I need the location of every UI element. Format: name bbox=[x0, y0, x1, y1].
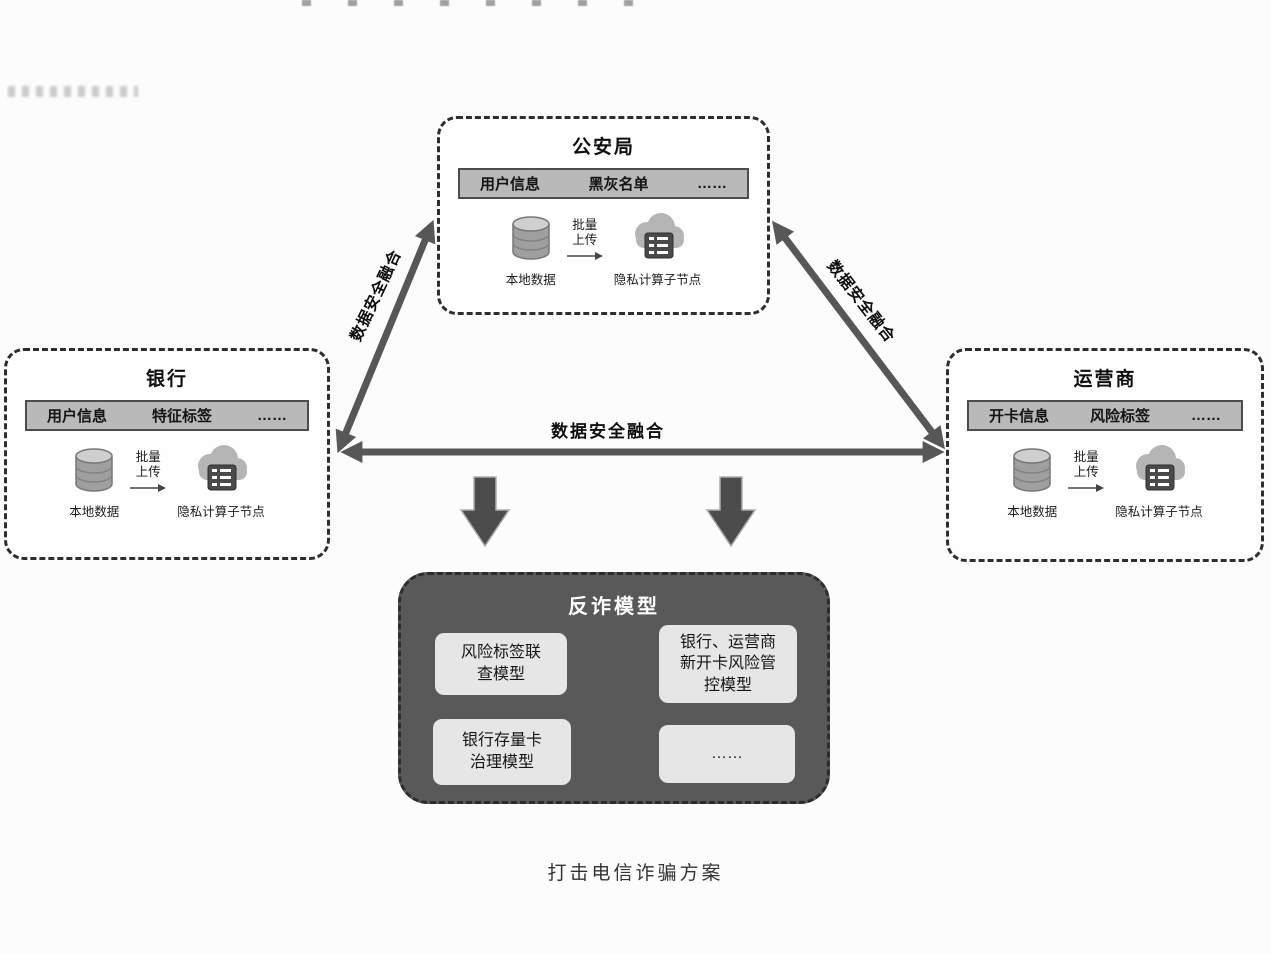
bar-item: …… bbox=[1191, 407, 1221, 424]
batch-upload-group: 批量 上传 bbox=[129, 450, 167, 493]
local-data-label: 本地数据 bbox=[1007, 505, 1058, 519]
subnode-group: 隐私计算子节点 bbox=[177, 444, 265, 520]
model-item-more: …… bbox=[659, 725, 795, 783]
node-title: 公安局 bbox=[571, 137, 635, 158]
right-arrow-icon bbox=[130, 484, 167, 492]
edge-label-police-operator: 数据安全融合 bbox=[823, 257, 898, 347]
subnode-label: 隐私计算子节点 bbox=[613, 273, 702, 287]
node-operator: 运营商 开卡信息 风险标签 …… 本地数据 批量 上传 bbox=[946, 348, 1264, 562]
data-bar: 用户信息 特征标签 …… bbox=[25, 400, 309, 431]
bar-item: …… bbox=[257, 407, 287, 424]
local-data-group: 本地数据 bbox=[506, 214, 556, 288]
cloud-server-icon bbox=[198, 445, 247, 491]
model-item-risk-tag-joint-check: 风险标签联 查模型 bbox=[435, 633, 567, 695]
data-bar: 用户信息 黑灰名单 …… bbox=[458, 168, 749, 199]
batch-upload-label: 批量 上传 bbox=[1073, 449, 1099, 480]
model-title: 反诈模型 bbox=[568, 596, 660, 618]
batch-upload-group: 批量 上传 bbox=[566, 218, 604, 261]
edge-label-bank-police: 数据安全融合 bbox=[347, 247, 405, 345]
right-arrow-icon bbox=[1068, 484, 1105, 492]
node-title: 银行 bbox=[145, 369, 188, 390]
anti-fraud-model-box: 反诈模型 风险标签联 查模型 银行、运营商 新开卡风险管 控模型 银行存量卡 治… bbox=[398, 572, 830, 804]
batch-upload-group: 批量 上传 bbox=[1067, 450, 1105, 493]
local-data-label: 本地数据 bbox=[69, 505, 120, 519]
local-data-group: 本地数据 bbox=[69, 446, 119, 520]
node-content-row: 本地数据 批量 上传 bbox=[440, 212, 767, 288]
local-data-group: 本地数据 bbox=[1007, 446, 1057, 520]
bar-item: 风险标签 bbox=[1090, 408, 1151, 425]
cloud-server-icon bbox=[634, 213, 684, 259]
arrow-down-right bbox=[705, 476, 757, 548]
model-item-new-card-risk-control: 银行、运营商 新开卡风险管 控模型 bbox=[659, 625, 797, 703]
batch-upload-label: 批量 上传 bbox=[572, 217, 598, 248]
diagram-caption: 打击电信诈骗方案 bbox=[547, 863, 724, 884]
node-bank: 银行 用户信息 特征标签 …… 本地数据 批量 上传 bbox=[4, 348, 330, 560]
subnode-group: 隐私计算子节点 bbox=[1115, 444, 1203, 520]
right-arrow-icon bbox=[566, 252, 603, 260]
bar-item: 特征标签 bbox=[152, 408, 213, 425]
bar-item: 用户信息 bbox=[47, 408, 108, 425]
bar-item: 开卡信息 bbox=[989, 408, 1050, 425]
cloud-server-icon bbox=[1136, 445, 1185, 491]
local-data-label: 本地数据 bbox=[505, 273, 556, 287]
arrow-down-left bbox=[459, 476, 511, 548]
scan-artifact-top-center bbox=[302, 0, 640, 6]
database-icon bbox=[1013, 448, 1051, 492]
bar-item: 黑灰名单 bbox=[588, 176, 649, 193]
node-content-row: 本地数据 批量 上传 bbox=[949, 444, 1261, 520]
node-title: 运营商 bbox=[1073, 369, 1137, 390]
bar-item: 用户信息 bbox=[480, 176, 541, 193]
scan-artifact-top-left bbox=[8, 86, 138, 97]
bar-item: …… bbox=[697, 175, 727, 192]
edge-label-bank-operator: 数据安全融合 bbox=[551, 422, 665, 441]
database-icon bbox=[75, 448, 113, 492]
database-icon bbox=[511, 216, 550, 260]
subnode-group: 隐私计算子节点 bbox=[613, 212, 702, 288]
subnode-label: 隐私计算子节点 bbox=[177, 505, 265, 519]
batch-upload-label: 批量 上传 bbox=[135, 449, 161, 480]
data-bar: 开卡信息 风险标签 …… bbox=[967, 400, 1243, 431]
node-police: 公安局 用户信息 黑灰名单 …… 本地数据 批量 上传 bbox=[437, 116, 770, 315]
model-item-existing-card-governance: 银行存量卡 治理模型 bbox=[433, 719, 571, 785]
node-content-row: 本地数据 批量 上传 bbox=[7, 444, 327, 520]
subnode-label: 隐私计算子节点 bbox=[1115, 505, 1203, 519]
arrow-police-operator bbox=[772, 220, 945, 450]
